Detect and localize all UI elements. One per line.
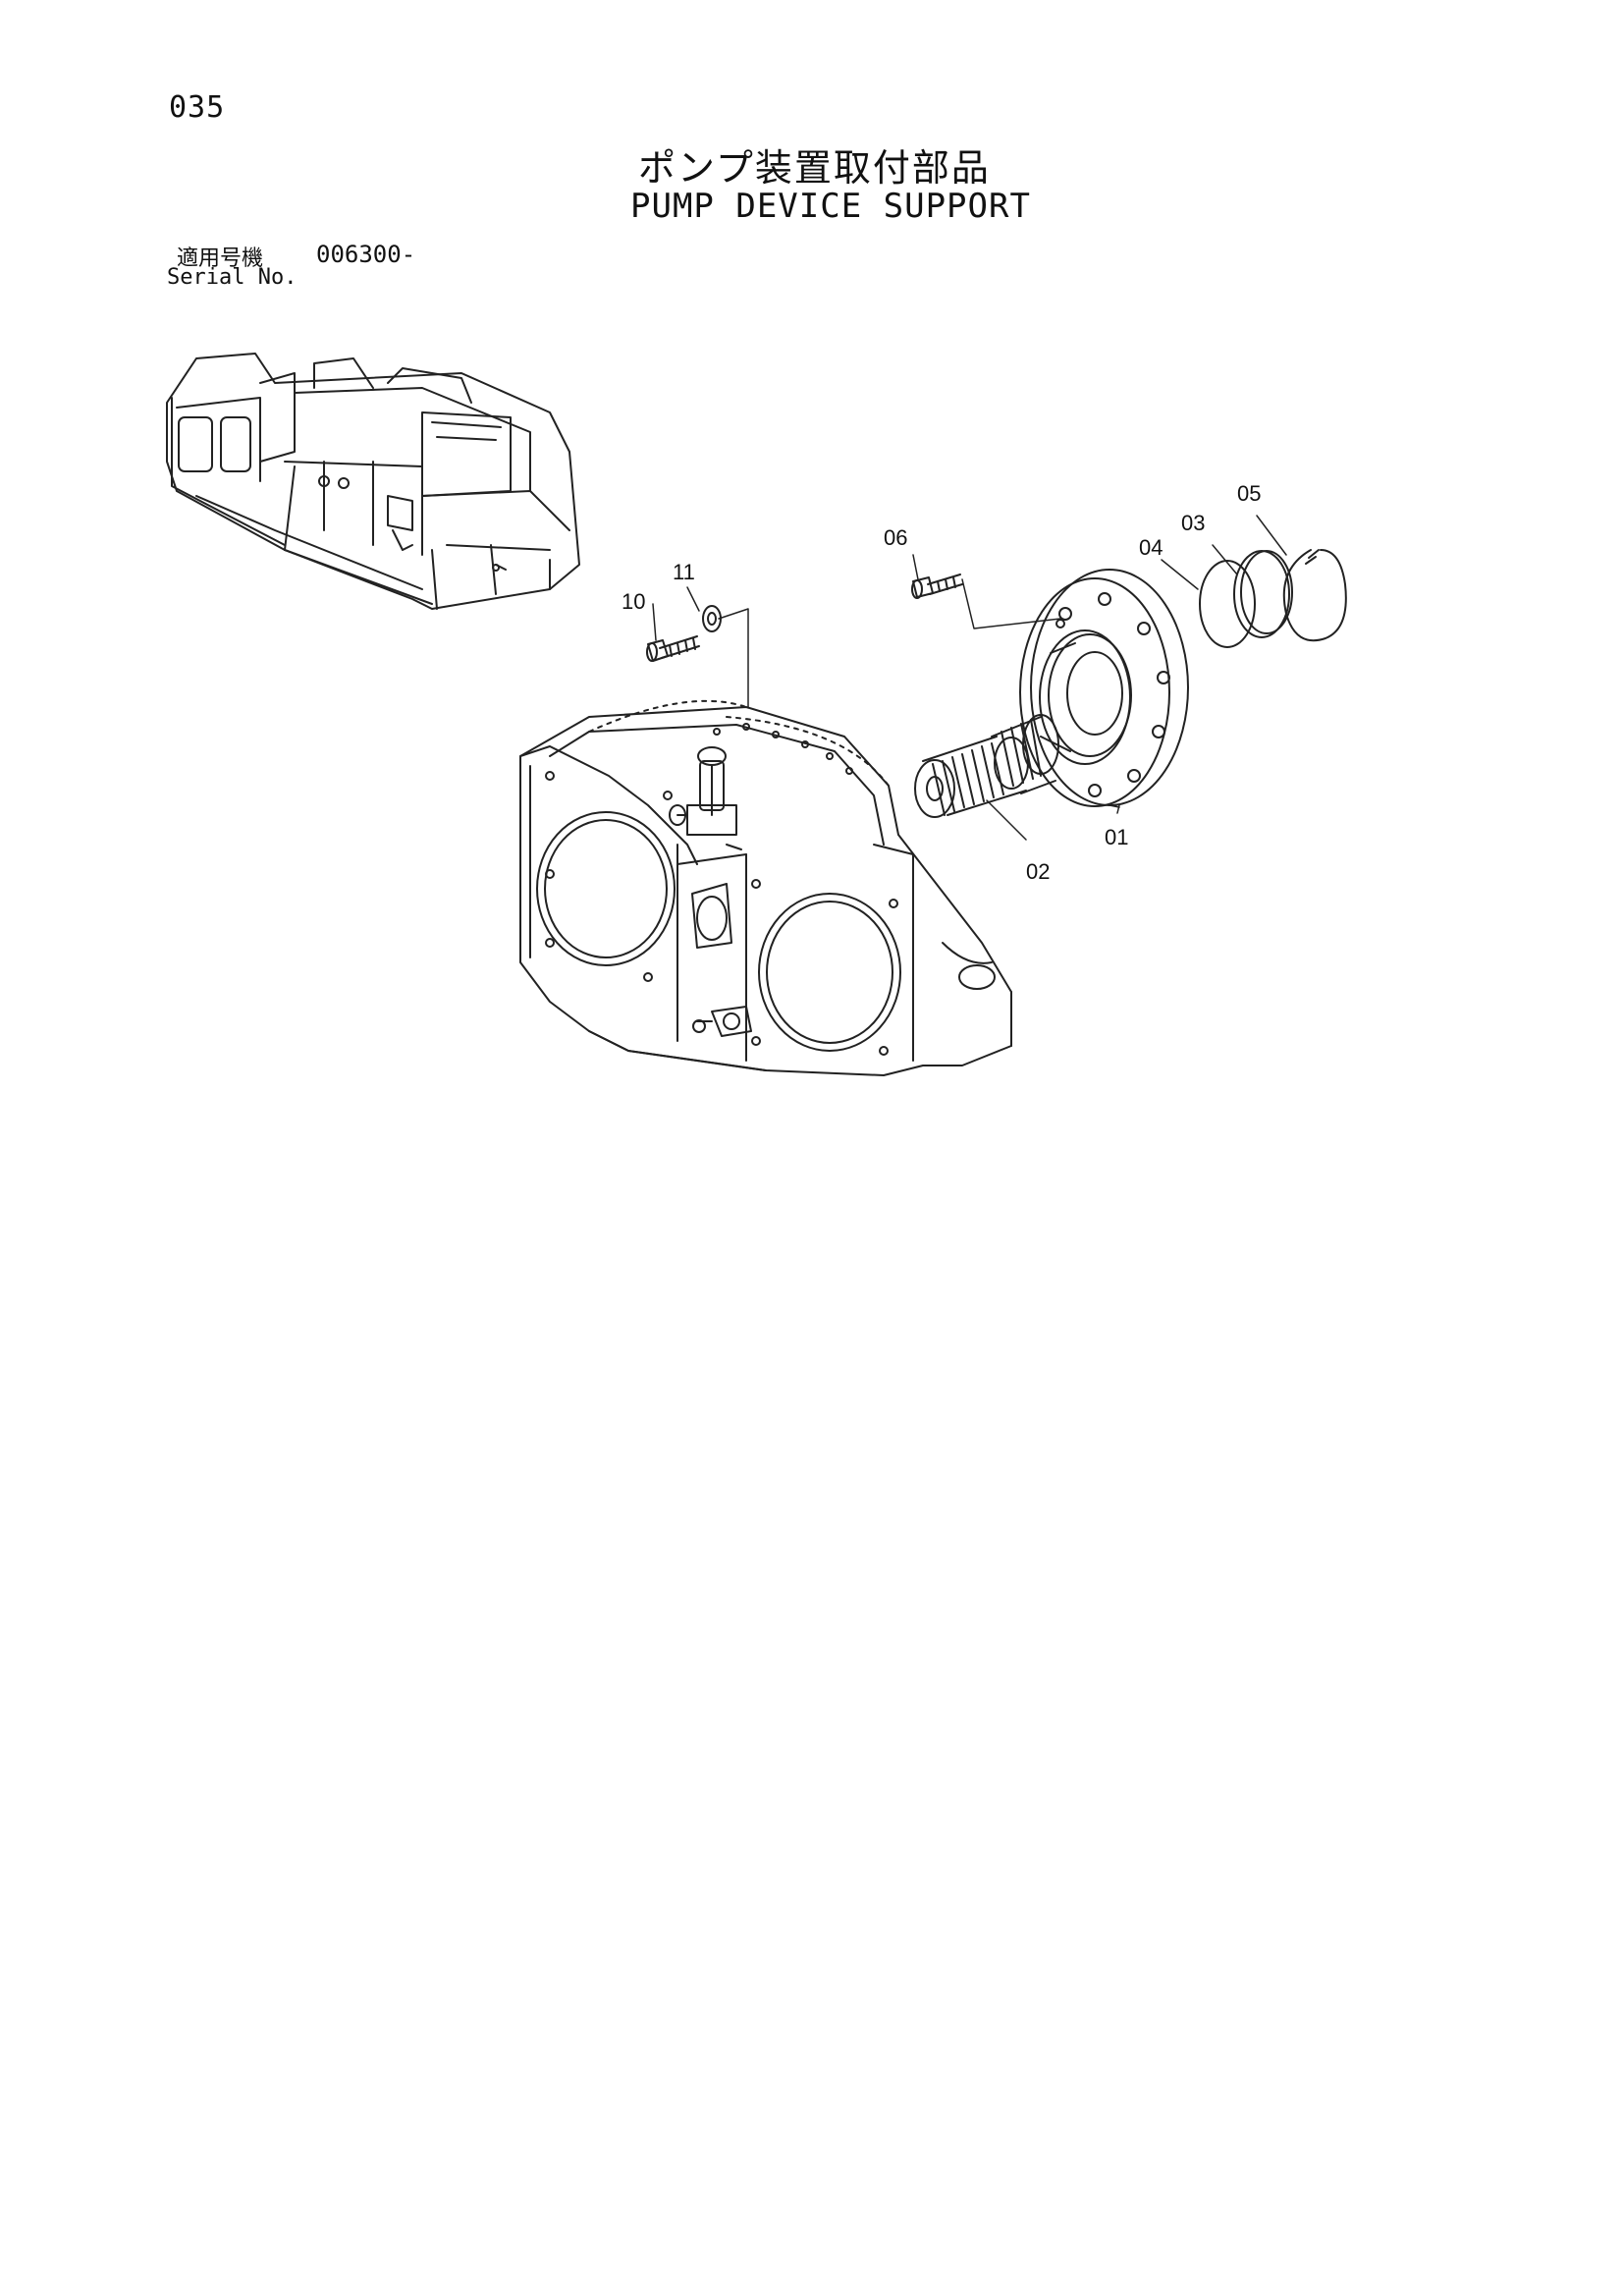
serial-value: 006300- [316,241,416,268]
machine-overview-illustration [166,353,580,610]
bolt-06 [911,574,963,599]
bolt-10 [646,635,700,662]
serial-label-english: Serial No. [167,265,298,290]
title-english: PUMP DEVICE SUPPORT [630,187,1031,226]
callout-10: 10 [622,589,645,614]
serial-label-japanese: 適用号機 [177,246,264,271]
callout-04: 04 [1139,535,1163,560]
callout-03: 03 [1181,511,1205,535]
spline-shaft-02 [914,714,1059,818]
callout-01: 01 [1105,825,1128,849]
flange-01 [1019,569,1189,807]
snap-ring-05 [1282,549,1347,642]
callout-05: 05 [1237,481,1261,506]
callout-11: 11 [673,560,695,584]
title-japanese: ポンプ装置取付部品 [638,146,991,190]
callout-02: 02 [1026,859,1050,884]
leader-lines [652,515,1287,841]
pump-housing [519,699,1012,1076]
page-number: 035 [169,90,226,125]
ring-03 [1233,550,1293,638]
ring-04 [1199,560,1256,648]
callout-06: 06 [884,525,907,550]
